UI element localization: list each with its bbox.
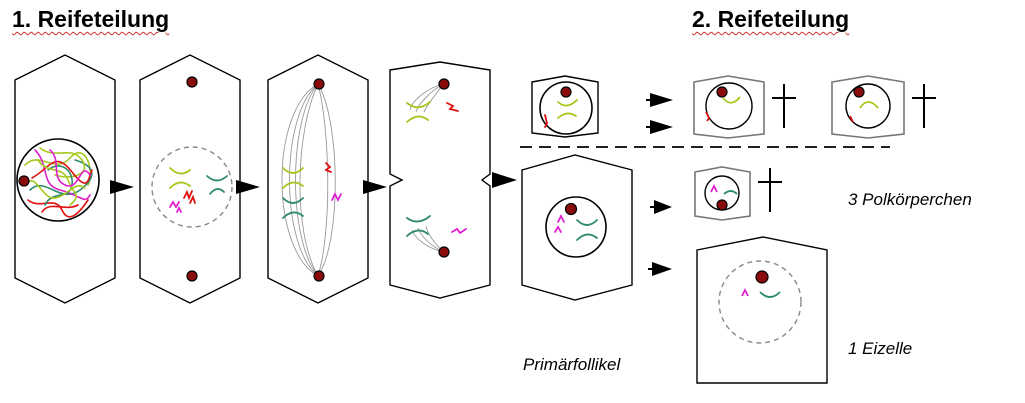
- arrow-icon: [110, 180, 134, 194]
- cell-metaphase: [267, 54, 369, 304]
- caption-polar-bodies: 3 Polkörperchen: [848, 190, 972, 209]
- centrosome: [313, 270, 325, 282]
- nucleus: [705, 82, 753, 130]
- centrosome: [313, 78, 325, 90]
- chromosomes: [282, 162, 342, 219]
- centrosome: [755, 270, 769, 284]
- centrosome: [853, 86, 865, 98]
- dissolving-nucleus: [151, 146, 233, 228]
- nucleus: [545, 196, 607, 258]
- arrow-icon: [652, 262, 672, 276]
- arrow-icon: [650, 93, 673, 107]
- heading-first-text: 1. Reifeteilung: [12, 6, 170, 32]
- heading-first-meiotic-division: 1. Reifeteilung: [12, 6, 169, 33]
- cross-icon: [757, 167, 783, 213]
- arrow-icon: [654, 200, 672, 214]
- first-polar-body: [531, 75, 599, 138]
- centrosome: [564, 202, 578, 216]
- centrosome: [186, 270, 198, 282]
- centrosome: [560, 86, 572, 98]
- polar-body-second-b: [831, 75, 905, 139]
- centrosome: [18, 175, 30, 187]
- cell-prophase: [14, 54, 116, 304]
- centrosome: [716, 199, 728, 211]
- centrosome: [438, 78, 450, 90]
- nucleus: [539, 81, 593, 135]
- centrosome: [716, 86, 728, 98]
- arrow-icon: [650, 120, 673, 134]
- arrow-icon: [236, 180, 260, 194]
- cell-prometaphase: [139, 54, 241, 304]
- caption-egg-cell: 1 Eizelle: [848, 339, 913, 358]
- cell-telophase: [389, 61, 491, 299]
- caption-primary-follicle: Primärfollikel: [523, 355, 621, 374]
- arrow-icon: [492, 172, 517, 188]
- centrosome: [438, 246, 450, 258]
- polar-body-second-a: [693, 75, 765, 139]
- spindle-fibers: [281, 83, 336, 277]
- heading-second-meiotic-division: 2. Reifeteilung: [692, 6, 849, 33]
- heading-second-text: 2. Reifeteilung: [692, 6, 850, 32]
- polar-body-third: [694, 166, 751, 221]
- egg-cell: [696, 236, 828, 384]
- cell-primary-follicle: [521, 154, 633, 301]
- chromosomes: [406, 101, 467, 237]
- chromosomes: [169, 167, 228, 213]
- cross-icon: [911, 83, 937, 129]
- centrosome: [186, 76, 198, 88]
- chromatin-tangle: [24, 147, 93, 218]
- dissolving-nucleus: [718, 260, 802, 344]
- cross-icon: [771, 83, 797, 129]
- arrow-icon: [363, 180, 387, 194]
